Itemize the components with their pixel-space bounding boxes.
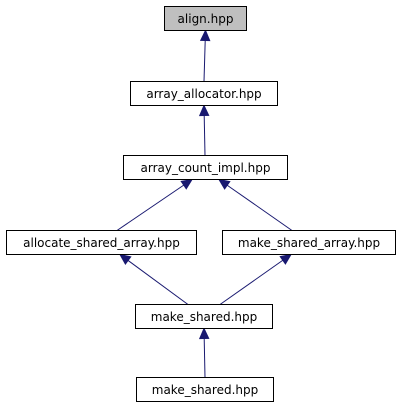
node-align[interactable]: align.hpp	[164, 6, 247, 31]
edge-line	[203, 338, 206, 378]
edge-make_shared_array-to-array_count_impl	[218, 178, 293, 231]
edge-line	[226, 184, 293, 231]
edge-array_count_impl-to-array_allocator	[198, 104, 210, 156]
edge-make_shared_2-to-make_shared_1	[198, 327, 210, 378]
node-allocate-shared-array[interactable]: allocate_shared_array.hpp	[6, 230, 197, 255]
node-box	[130, 81, 278, 106]
edge-line	[203, 115, 206, 156]
edge-array_allocator-to-align	[199, 29, 211, 82]
arrowhead-icon	[218, 178, 231, 190]
edge-allocate_shared_array-to-array_count_impl	[116, 178, 194, 231]
edge-line	[203, 40, 206, 82]
edge-line	[219, 259, 284, 305]
node-label: make_shared_array.hpp	[238, 236, 380, 250]
node-array-allocator[interactable]: array_allocator.hpp	[130, 81, 278, 106]
node-make-shared-2[interactable]: make_shared.hpp	[136, 377, 274, 402]
edge-make_shared_1-to-make_shared_array	[219, 253, 292, 305]
node-box	[135, 304, 273, 329]
arrowhead-icon	[198, 104, 210, 117]
arrowhead-icon	[198, 327, 210, 340]
arrowhead-icon	[199, 29, 211, 42]
arrowhead-icon	[119, 253, 132, 265]
node-label: array_allocator.hpp	[146, 87, 261, 101]
node-box	[164, 6, 247, 31]
arrowhead-icon	[180, 178, 194, 190]
node-label: make_shared.hpp	[152, 383, 258, 397]
edge-line	[116, 184, 185, 231]
node-box	[123, 155, 288, 180]
node-label: allocate_shared_array.hpp	[23, 236, 180, 250]
arrowhead-icon	[279, 253, 292, 265]
node-box	[6, 230, 197, 255]
node-make-shared-array[interactable]: make_shared_array.hpp	[222, 230, 396, 255]
node-box	[222, 230, 396, 255]
node-label: array_count_impl.hpp	[141, 161, 271, 175]
edge-make_shared_1-to-allocate_shared_array	[119, 253, 189, 305]
edges-layer	[116, 29, 293, 378]
edge-line	[127, 260, 189, 305]
nodes-layer: align.hpp array_allocator.hpp array_coun…	[6, 6, 396, 402]
node-box	[136, 377, 274, 402]
node-label: align.hpp	[178, 12, 234, 26]
node-label: make_shared.hpp	[151, 310, 257, 324]
node-make-shared-1[interactable]: make_shared.hpp	[135, 304, 273, 329]
node-array-count-impl[interactable]: array_count_impl.hpp	[123, 155, 288, 180]
